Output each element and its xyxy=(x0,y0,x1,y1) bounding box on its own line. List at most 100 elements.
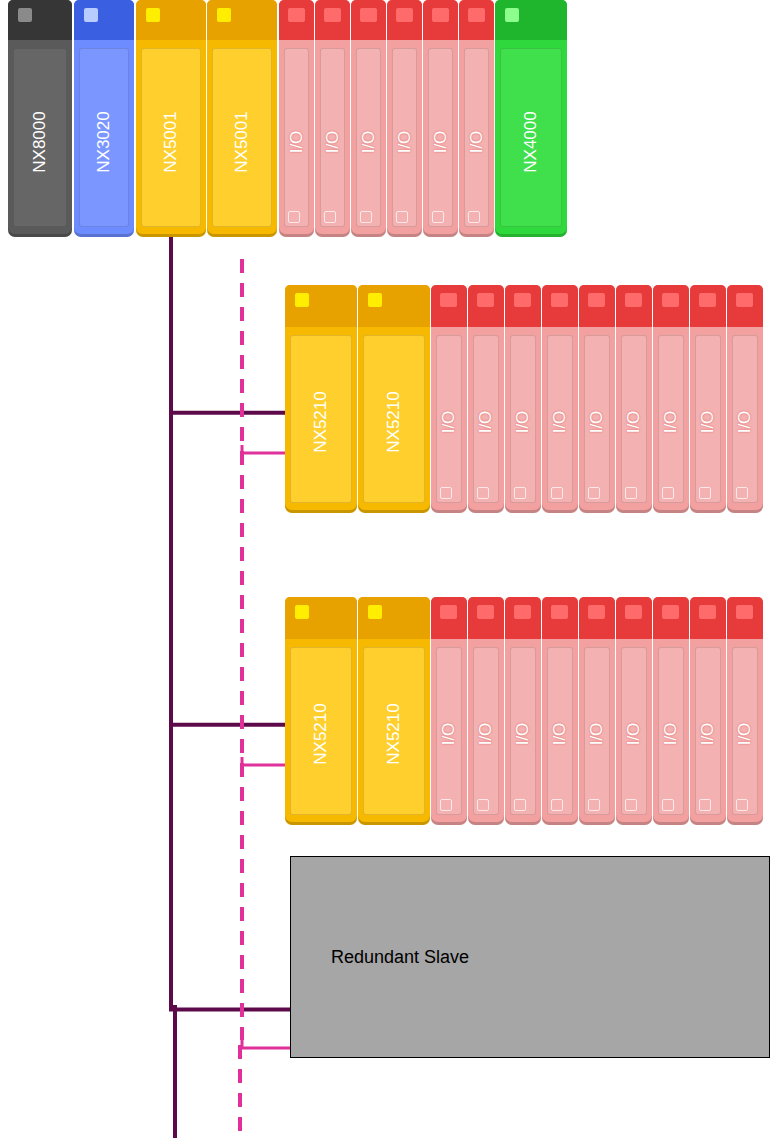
module: NX3020 xyxy=(74,0,134,237)
terminal-mark xyxy=(588,799,600,811)
module: NX4000 xyxy=(495,0,567,237)
io-module: I/O xyxy=(459,0,494,237)
io-module: I/O xyxy=(690,597,726,825)
io-module: I/O xyxy=(579,285,615,513)
status-led xyxy=(288,8,305,22)
bus-line xyxy=(242,1040,290,1048)
module-label: I/O xyxy=(359,131,379,154)
module-label: I/O xyxy=(698,410,718,433)
module-label: I/O xyxy=(323,131,343,154)
status-led xyxy=(514,293,531,307)
module-label: I/O xyxy=(287,131,307,154)
module-label: I/O xyxy=(476,722,496,745)
module-label: NX5210 xyxy=(384,703,404,764)
bus-line xyxy=(169,237,173,1010)
slave-label: Redundant Slave xyxy=(331,947,469,968)
terminal-mark xyxy=(514,799,526,811)
status-led xyxy=(736,293,753,307)
io-module: I/O xyxy=(616,597,652,825)
module-label: I/O xyxy=(550,410,570,433)
module-label: I/O xyxy=(395,131,415,154)
bus-connector xyxy=(169,237,290,1010)
bus-line xyxy=(169,411,285,415)
module-label: I/O xyxy=(624,410,644,433)
status-led xyxy=(699,293,716,307)
bus-line xyxy=(173,1005,177,1138)
bus-line xyxy=(169,1008,290,1012)
status-led xyxy=(295,293,309,307)
bus-line xyxy=(169,723,285,727)
io-module: I/O xyxy=(542,285,578,513)
status-led xyxy=(625,605,642,619)
io-module: I/O xyxy=(653,285,689,513)
status-led xyxy=(505,8,519,22)
io-module: I/O xyxy=(505,285,541,513)
status-led xyxy=(699,605,716,619)
bus-connector xyxy=(242,259,290,1048)
module-label: I/O xyxy=(661,722,681,745)
terminal-mark xyxy=(440,487,452,499)
module-label: I/O xyxy=(439,410,459,433)
terminal-mark xyxy=(432,211,444,223)
bus-connector xyxy=(169,237,285,725)
terminal-mark xyxy=(477,799,489,811)
status-led xyxy=(588,605,605,619)
bus-connector xyxy=(242,259,285,765)
terminal-mark xyxy=(625,487,637,499)
slave-box: Redundant Slave xyxy=(290,856,770,1058)
module-label: NX5210 xyxy=(311,703,331,764)
bus-line xyxy=(242,757,285,765)
module-label: NX5210 xyxy=(384,391,404,452)
terminal-mark xyxy=(551,799,563,811)
module-label: I/O xyxy=(735,722,755,745)
terminal-mark xyxy=(288,211,300,223)
terminal-mark xyxy=(360,211,372,223)
bus-connector xyxy=(242,259,285,453)
terminal-mark xyxy=(699,487,711,499)
status-led xyxy=(396,8,413,22)
status-led xyxy=(84,8,98,22)
bus-connector xyxy=(169,237,285,413)
module-label: I/O xyxy=(698,722,718,745)
bus-line xyxy=(242,445,285,453)
module-label: I/O xyxy=(587,410,607,433)
terminal-mark xyxy=(662,799,674,811)
status-led xyxy=(551,293,568,307)
io-module: I/O xyxy=(387,0,422,237)
io-module: I/O xyxy=(542,597,578,825)
status-led xyxy=(432,8,449,22)
io-module: I/O xyxy=(505,597,541,825)
status-led xyxy=(736,605,753,619)
terminal-mark xyxy=(625,799,637,811)
module-label: I/O xyxy=(624,722,644,745)
status-led xyxy=(440,605,457,619)
module-label: I/O xyxy=(550,722,570,745)
status-led xyxy=(360,8,377,22)
terminal-mark xyxy=(514,487,526,499)
terminal-mark xyxy=(588,487,600,499)
module-label: I/O xyxy=(439,722,459,745)
module-label: I/O xyxy=(513,722,533,745)
status-led xyxy=(551,605,568,619)
status-led xyxy=(324,8,341,22)
module: NX5001 xyxy=(207,0,277,237)
io-module: I/O xyxy=(279,0,314,237)
status-led xyxy=(368,293,382,307)
io-module: I/O xyxy=(468,597,504,825)
bus-line xyxy=(240,259,244,1040)
terminal-mark xyxy=(324,211,336,223)
module-cap xyxy=(74,0,134,40)
module-label: I/O xyxy=(467,131,487,154)
module-label: NX5001 xyxy=(232,111,252,172)
io-module: I/O xyxy=(727,597,763,825)
status-led xyxy=(477,605,494,619)
io-module: I/O xyxy=(423,0,458,237)
status-led xyxy=(588,293,605,307)
status-led xyxy=(146,8,160,22)
module-label: NX4000 xyxy=(521,111,541,172)
module-label: NX8000 xyxy=(30,111,50,172)
module: NX5210 xyxy=(358,597,430,825)
status-led xyxy=(625,293,642,307)
terminal-mark xyxy=(468,211,480,223)
